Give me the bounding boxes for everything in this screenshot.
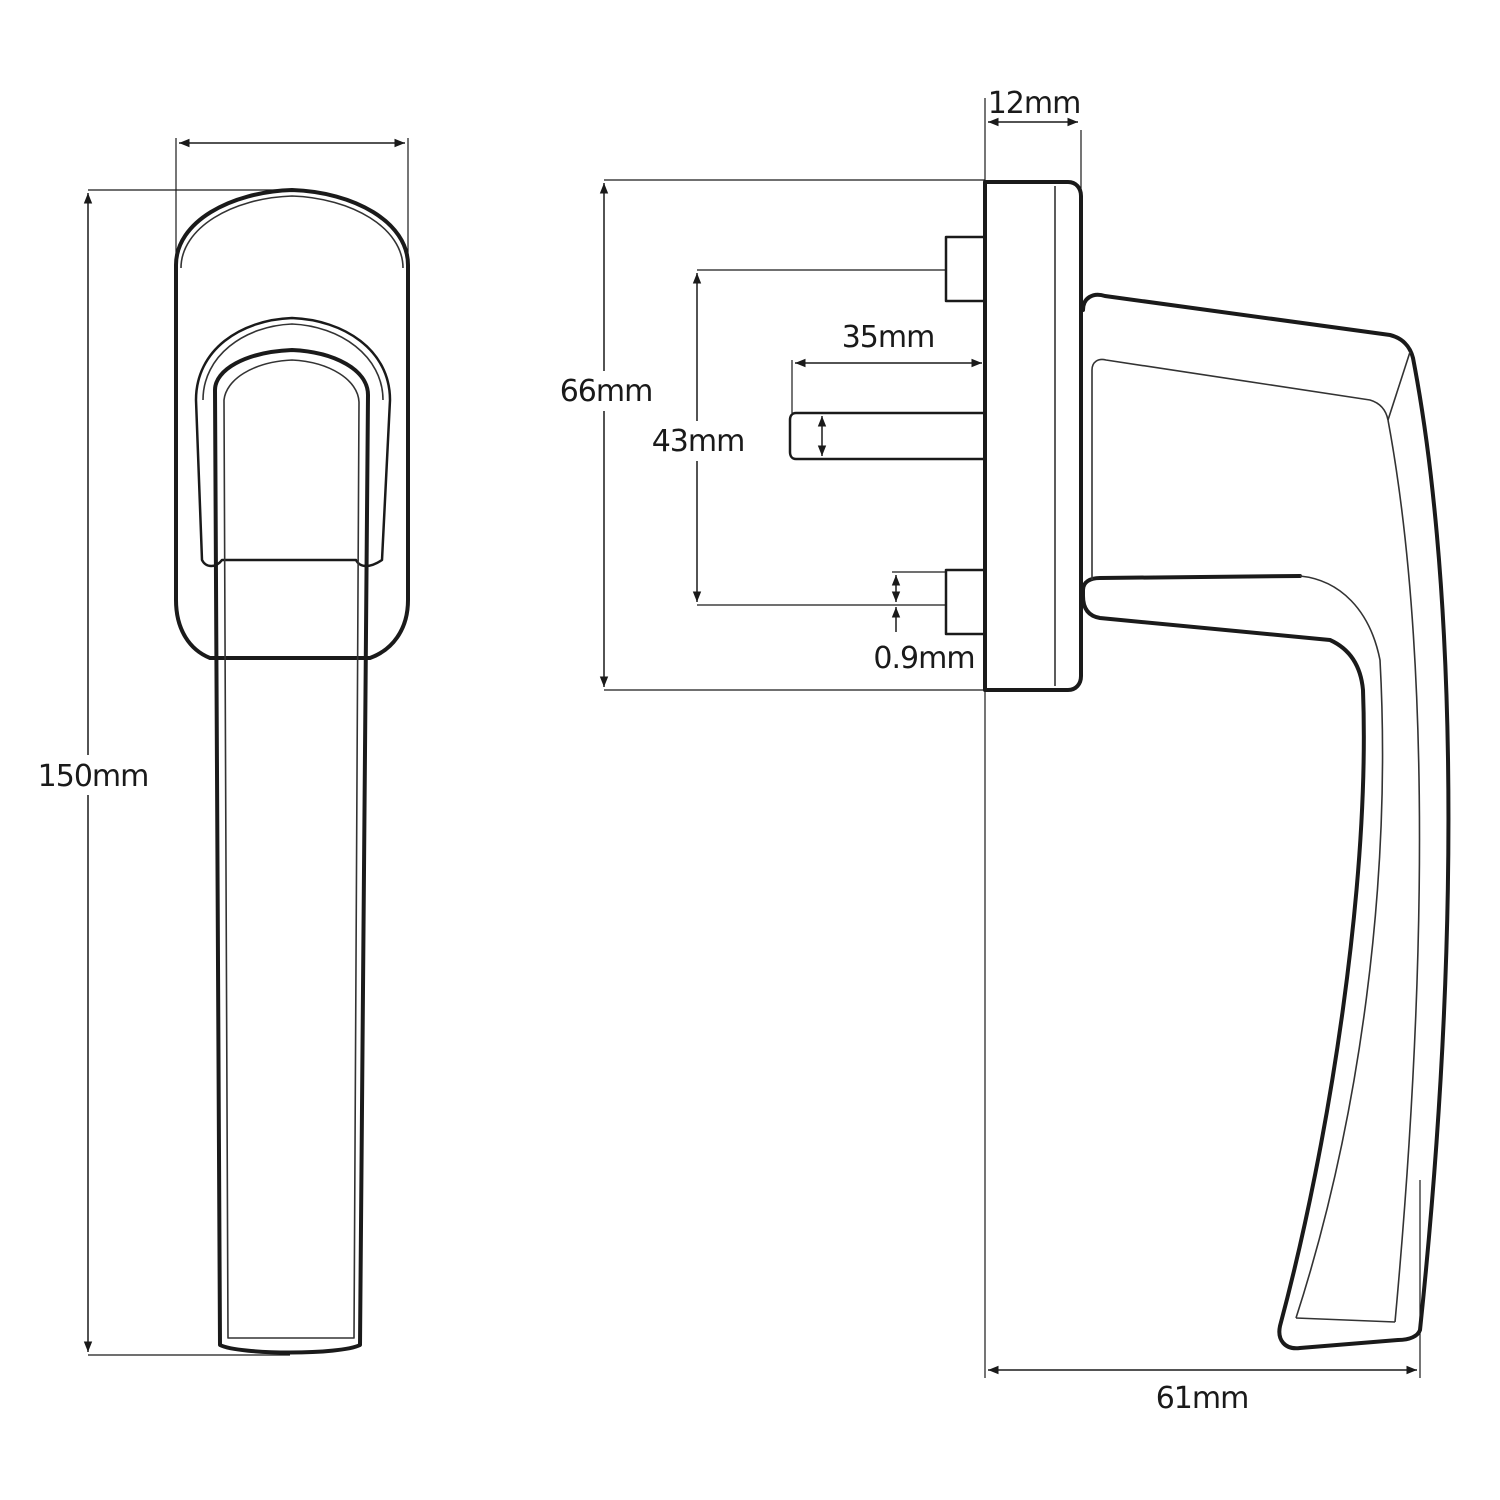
screw-spacing-label: 43mm — [652, 424, 745, 459]
side-lever-bevel-top — [1091, 358, 1389, 421]
base-thickness-label: 12mm — [988, 86, 1081, 121]
side-lever-bevel-tip — [1295, 1317, 1396, 1323]
front-lever-outline — [213, 348, 370, 1355]
front-view — [174, 188, 410, 1355]
side-lever-outline — [1081, 292, 1451, 1351]
side-base-plate — [983, 180, 1083, 692]
side-lever-bevel-back — [1387, 419, 1421, 1323]
dimension-depth: 61mm — [984, 690, 1421, 1416]
front-lever-inner-edge — [223, 359, 360, 1339]
depth-label: 61mm — [1156, 1381, 1249, 1416]
height-label: 150mm — [38, 759, 149, 794]
lower-screw-boss — [944, 568, 987, 636]
dimension-spindle-length: 35mm — [791, 320, 982, 413]
dimension-front-width — [175, 138, 409, 262]
front-rosette-outline — [174, 188, 410, 660]
upper-screw-boss — [944, 235, 987, 303]
square-spindle — [788, 411, 987, 461]
dimension-screw-spacing: 43mm — [644, 269, 946, 606]
spindle-length-label: 35mm — [842, 320, 935, 355]
dimension-height: 150mm — [30, 189, 290, 1356]
side-lever-bevel-front — [1295, 575, 1384, 1319]
base-height-label: 66mm — [560, 374, 653, 409]
screw-diameter-label: 0.9mm — [873, 641, 974, 676]
side-view — [788, 180, 1451, 1351]
dimension-base-thickness: 12mm — [984, 86, 1082, 296]
dimension-base-height: 66mm — [552, 179, 985, 691]
front-collar-inner-edge — [202, 323, 384, 401]
dimension-screw-diameter: 0.9mm — [873, 571, 976, 676]
side-lever-bevel-corner — [1387, 351, 1411, 421]
front-rosette-inner-edge — [180, 195, 404, 269]
front-collar-outline — [194, 316, 392, 568]
